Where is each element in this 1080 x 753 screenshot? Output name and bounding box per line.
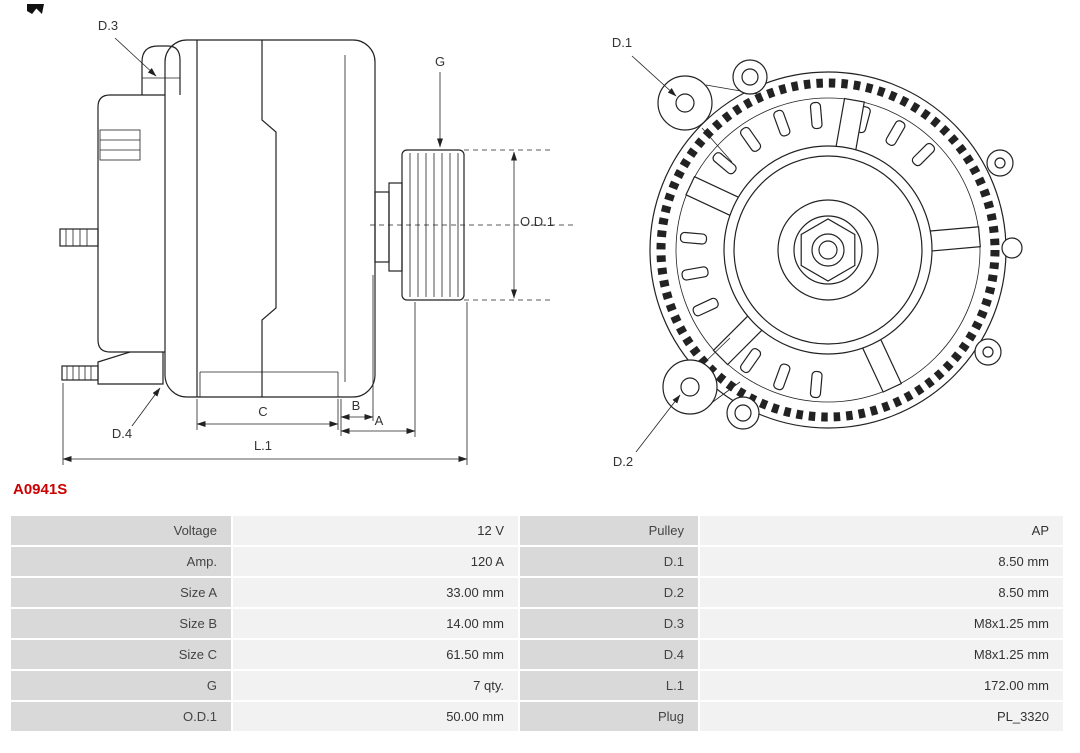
spec-row: G 7 qty. L.1 172.00 mm xyxy=(11,671,1063,700)
label-d2: D.2 xyxy=(613,454,633,469)
spec-value: 120 A xyxy=(233,547,518,576)
dimension-b: B xyxy=(340,275,374,436)
label-d4: D.4 xyxy=(112,426,132,441)
spec-label: D.3 xyxy=(520,609,698,638)
label-l1: L.1 xyxy=(254,438,272,453)
label-d3: D.3 xyxy=(98,18,118,33)
part-number: A0941S xyxy=(13,481,68,498)
leader-d2: D.2 xyxy=(613,394,681,469)
rear-spokes xyxy=(685,97,981,393)
spec-row: O.D.1 50.00 mm Plug PL_3320 xyxy=(11,702,1063,731)
label-a: A xyxy=(375,413,384,428)
spec-row: Size B 14.00 mm D.3 M8x1.25 mm xyxy=(11,609,1063,638)
spec-value: 12 V xyxy=(233,516,518,545)
spec-value: 14.00 mm xyxy=(233,609,518,638)
spec-label: G xyxy=(11,671,231,700)
spec-table: Voltage 12 V Pulley AP Amp. 120 A D.1 8.… xyxy=(9,514,1065,733)
rear-vent-slots xyxy=(679,101,936,399)
spec-label: Plug xyxy=(520,702,698,731)
label-od1: O.D.1 xyxy=(520,214,554,229)
dimension-l1: L.1 xyxy=(62,302,468,465)
leader-d1: D.1 xyxy=(612,35,677,97)
spec-label: Voltage xyxy=(11,516,231,545)
label-d1: D.1 xyxy=(612,35,632,50)
spec-label: Amp. xyxy=(11,547,231,576)
rear-mounting-ears xyxy=(657,59,1023,430)
spec-label: D.1 xyxy=(520,547,698,576)
spec-label: D.4 xyxy=(520,640,698,669)
label-g: G xyxy=(435,54,445,69)
rear-hub xyxy=(723,145,933,355)
dimension-c: C xyxy=(196,399,339,430)
spec-label: Size B xyxy=(11,609,231,638)
spec-value: 172.00 mm xyxy=(700,671,1063,700)
label-c: C xyxy=(258,404,267,419)
spec-label: Size A xyxy=(11,578,231,607)
spec-value: 61.50 mm xyxy=(233,640,518,669)
side-body xyxy=(59,39,376,398)
dimension-a: A xyxy=(340,302,416,437)
spec-label: D.2 xyxy=(520,578,698,607)
spec-value: M8x1.25 mm xyxy=(700,640,1063,669)
spec-row: Voltage 12 V Pulley AP xyxy=(11,516,1063,545)
spec-value: 50.00 mm xyxy=(233,702,518,731)
spec-value: 8.50 mm xyxy=(700,578,1063,607)
dimension-od1: O.D.1 xyxy=(464,149,554,301)
spec-value: PL_3320 xyxy=(700,702,1063,731)
spec-row: Amp. 120 A D.1 8.50 mm xyxy=(11,547,1063,576)
alternator-rear-view: D.1 D.2 xyxy=(612,35,1023,469)
spec-label: O.D.1 xyxy=(11,702,231,731)
leader-d4: D.4 xyxy=(112,387,161,441)
spec-value: 7 qty. xyxy=(233,671,518,700)
spec-label: Pulley xyxy=(520,516,698,545)
spec-value: AP xyxy=(700,516,1063,545)
shaft-nut-hexagon xyxy=(800,218,856,282)
spec-row: Size A 33.00 mm D.2 8.50 mm xyxy=(11,578,1063,607)
leader-d3: D.3 xyxy=(98,18,157,77)
side-pulley xyxy=(370,149,575,301)
spec-value: M8x1.25 mm xyxy=(700,609,1063,638)
spec-value: 33.00 mm xyxy=(233,578,518,607)
leader-g: G xyxy=(435,54,445,148)
spec-value: 8.50 mm xyxy=(700,547,1063,576)
spec-label: L.1 xyxy=(520,671,698,700)
alternator-side-view: O.D.1 C B A L.1 xyxy=(59,18,575,465)
spec-label: Size C xyxy=(11,640,231,669)
label-b: B xyxy=(352,398,361,413)
logo-fragment xyxy=(27,4,44,14)
spec-row: Size C 61.50 mm D.4 M8x1.25 mm xyxy=(11,640,1063,669)
